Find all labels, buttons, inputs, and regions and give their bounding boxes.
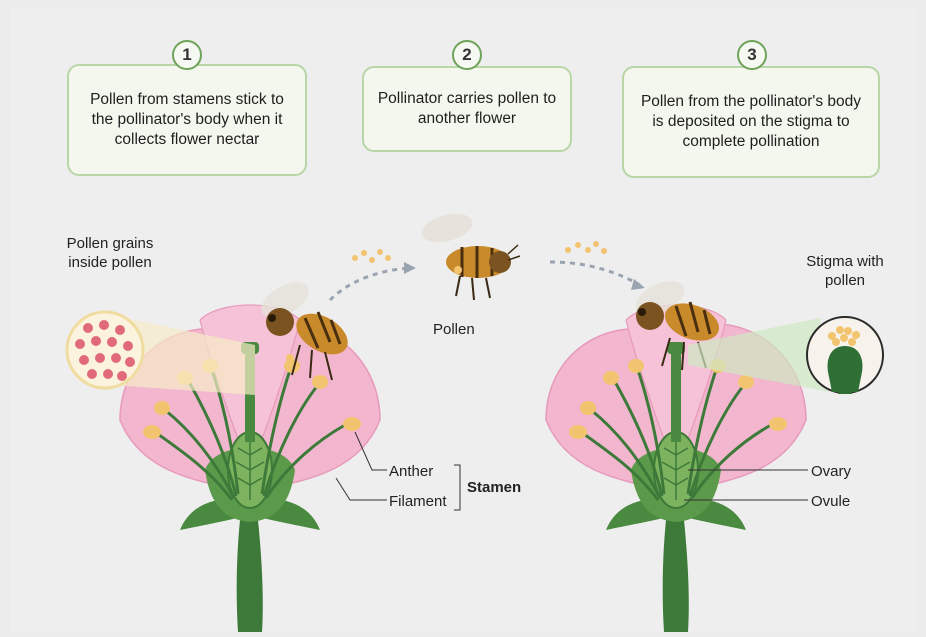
step-2-box: Pollinator carries pollen to another flo…: [362, 66, 572, 152]
stamen-label: Stamen: [467, 478, 521, 497]
step-3-text: Pollen from the pollinator's body is dep…: [634, 92, 868, 152]
pollen-grains-label: Pollen grains inside pollen: [60, 234, 160, 272]
pollen-label: Pollen: [433, 320, 475, 339]
step-1-text: Pollen from stamens stick to the pollina…: [79, 90, 295, 150]
step-3-box: Pollen from the pollinator's body is dep…: [622, 66, 880, 178]
step-2-text: Pollinator carries pollen to another flo…: [374, 89, 560, 129]
stigma-with-pollen-label: Stigma with pollen: [800, 252, 890, 290]
step-3-number: 3: [747, 45, 756, 65]
ovary-label: Ovary: [811, 462, 851, 481]
step-2-number-badge: 2: [452, 40, 482, 70]
step-2-number: 2: [462, 45, 471, 65]
step-1-number: 1: [182, 45, 191, 65]
ovule-label: Ovule: [811, 492, 850, 511]
step-3-number-badge: 3: [737, 40, 767, 70]
filament-label: Filament: [389, 492, 447, 511]
step-1-number-badge: 1: [172, 40, 202, 70]
anther-label: Anther: [389, 462, 433, 481]
step-1-box: Pollen from stamens stick to the pollina…: [67, 64, 307, 176]
